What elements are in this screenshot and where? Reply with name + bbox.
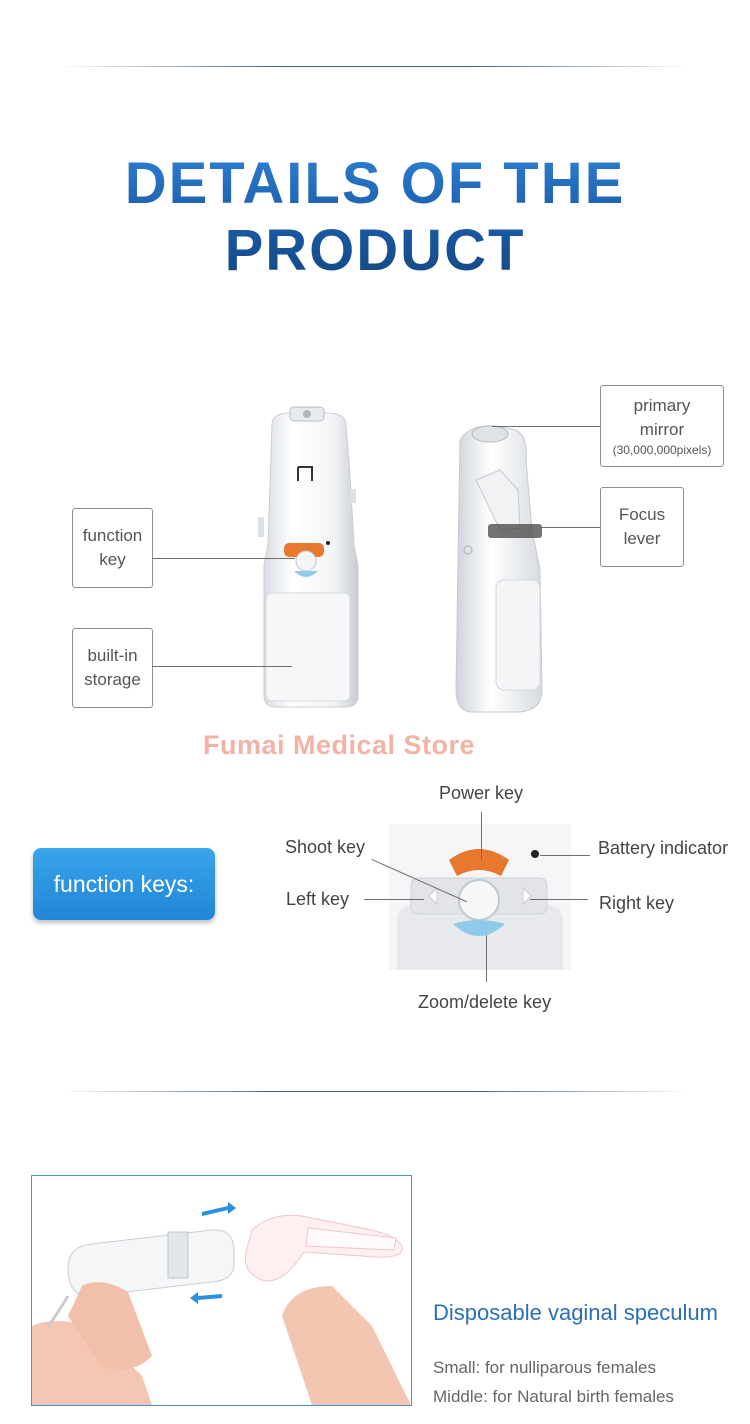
primary-mirror-callout-line2: mirror xyxy=(639,420,685,439)
primary-mirror-callout-detail: (30,000,000pixels) xyxy=(612,443,712,457)
store-watermark: Fumai Medical Store xyxy=(203,730,476,760)
middle-divider xyxy=(60,1091,690,1092)
device-front-image xyxy=(258,406,359,708)
zoom-key-leader xyxy=(486,935,487,982)
function-key-leader xyxy=(152,558,295,559)
built-in-storage-callout-line1: built-in xyxy=(87,646,138,665)
shoot-key-label: Shoot key xyxy=(285,837,366,857)
built-in-storage-callout-line2: storage xyxy=(84,670,141,689)
function-key-callout-line1: function xyxy=(82,526,143,545)
function-keys-closeup-image xyxy=(389,824,571,970)
arrow-left-top-icon xyxy=(202,1202,236,1216)
speculum-illustration xyxy=(32,1202,411,1405)
battery-indicator-leader xyxy=(540,855,590,856)
speculum-line-middle: Middle: for Natural birth females xyxy=(433,1387,674,1406)
page-title: DETAILS OF THE PRODUCT xyxy=(0,150,750,284)
left-key-label: Left key xyxy=(286,889,350,909)
primary-mirror-leader xyxy=(492,426,600,427)
primary-mirror-callout: primary mirror (30,000,000pixels) xyxy=(600,385,724,467)
power-key-leader xyxy=(481,812,482,860)
arrow-left-bottom-icon xyxy=(190,1292,222,1304)
built-in-storage-callout: built-in storage xyxy=(72,628,153,708)
speculum-title: Disposable vaginal speculum xyxy=(433,1300,718,1325)
right-key-label: Right key xyxy=(599,893,675,913)
primary-mirror-callout-line1: primary xyxy=(633,396,691,415)
focus-lever-callout: Focus lever xyxy=(600,487,684,567)
speculum-line-small: Small: for nulliparous females xyxy=(433,1358,656,1377)
zoom-delete-key-label: Zoom/delete key xyxy=(418,992,552,1012)
function-keys-badge: function keys: xyxy=(33,848,215,920)
power-key-label: Power key xyxy=(439,783,524,803)
built-in-storage-leader xyxy=(152,666,292,667)
speculum-photo xyxy=(31,1175,412,1406)
function-key-callout-line2: key xyxy=(99,550,126,569)
focus-lever-leader xyxy=(540,527,600,528)
left-key-leader xyxy=(364,899,424,900)
top-divider xyxy=(60,66,690,67)
right-key-leader xyxy=(530,899,588,900)
focus-lever-callout-line2: lever xyxy=(623,529,661,548)
focus-lever-callout-line1: Focus xyxy=(618,505,666,524)
device-side-image xyxy=(455,425,543,713)
function-key-callout: function key xyxy=(72,508,153,588)
battery-indicator-label: Battery indicator xyxy=(598,838,729,858)
